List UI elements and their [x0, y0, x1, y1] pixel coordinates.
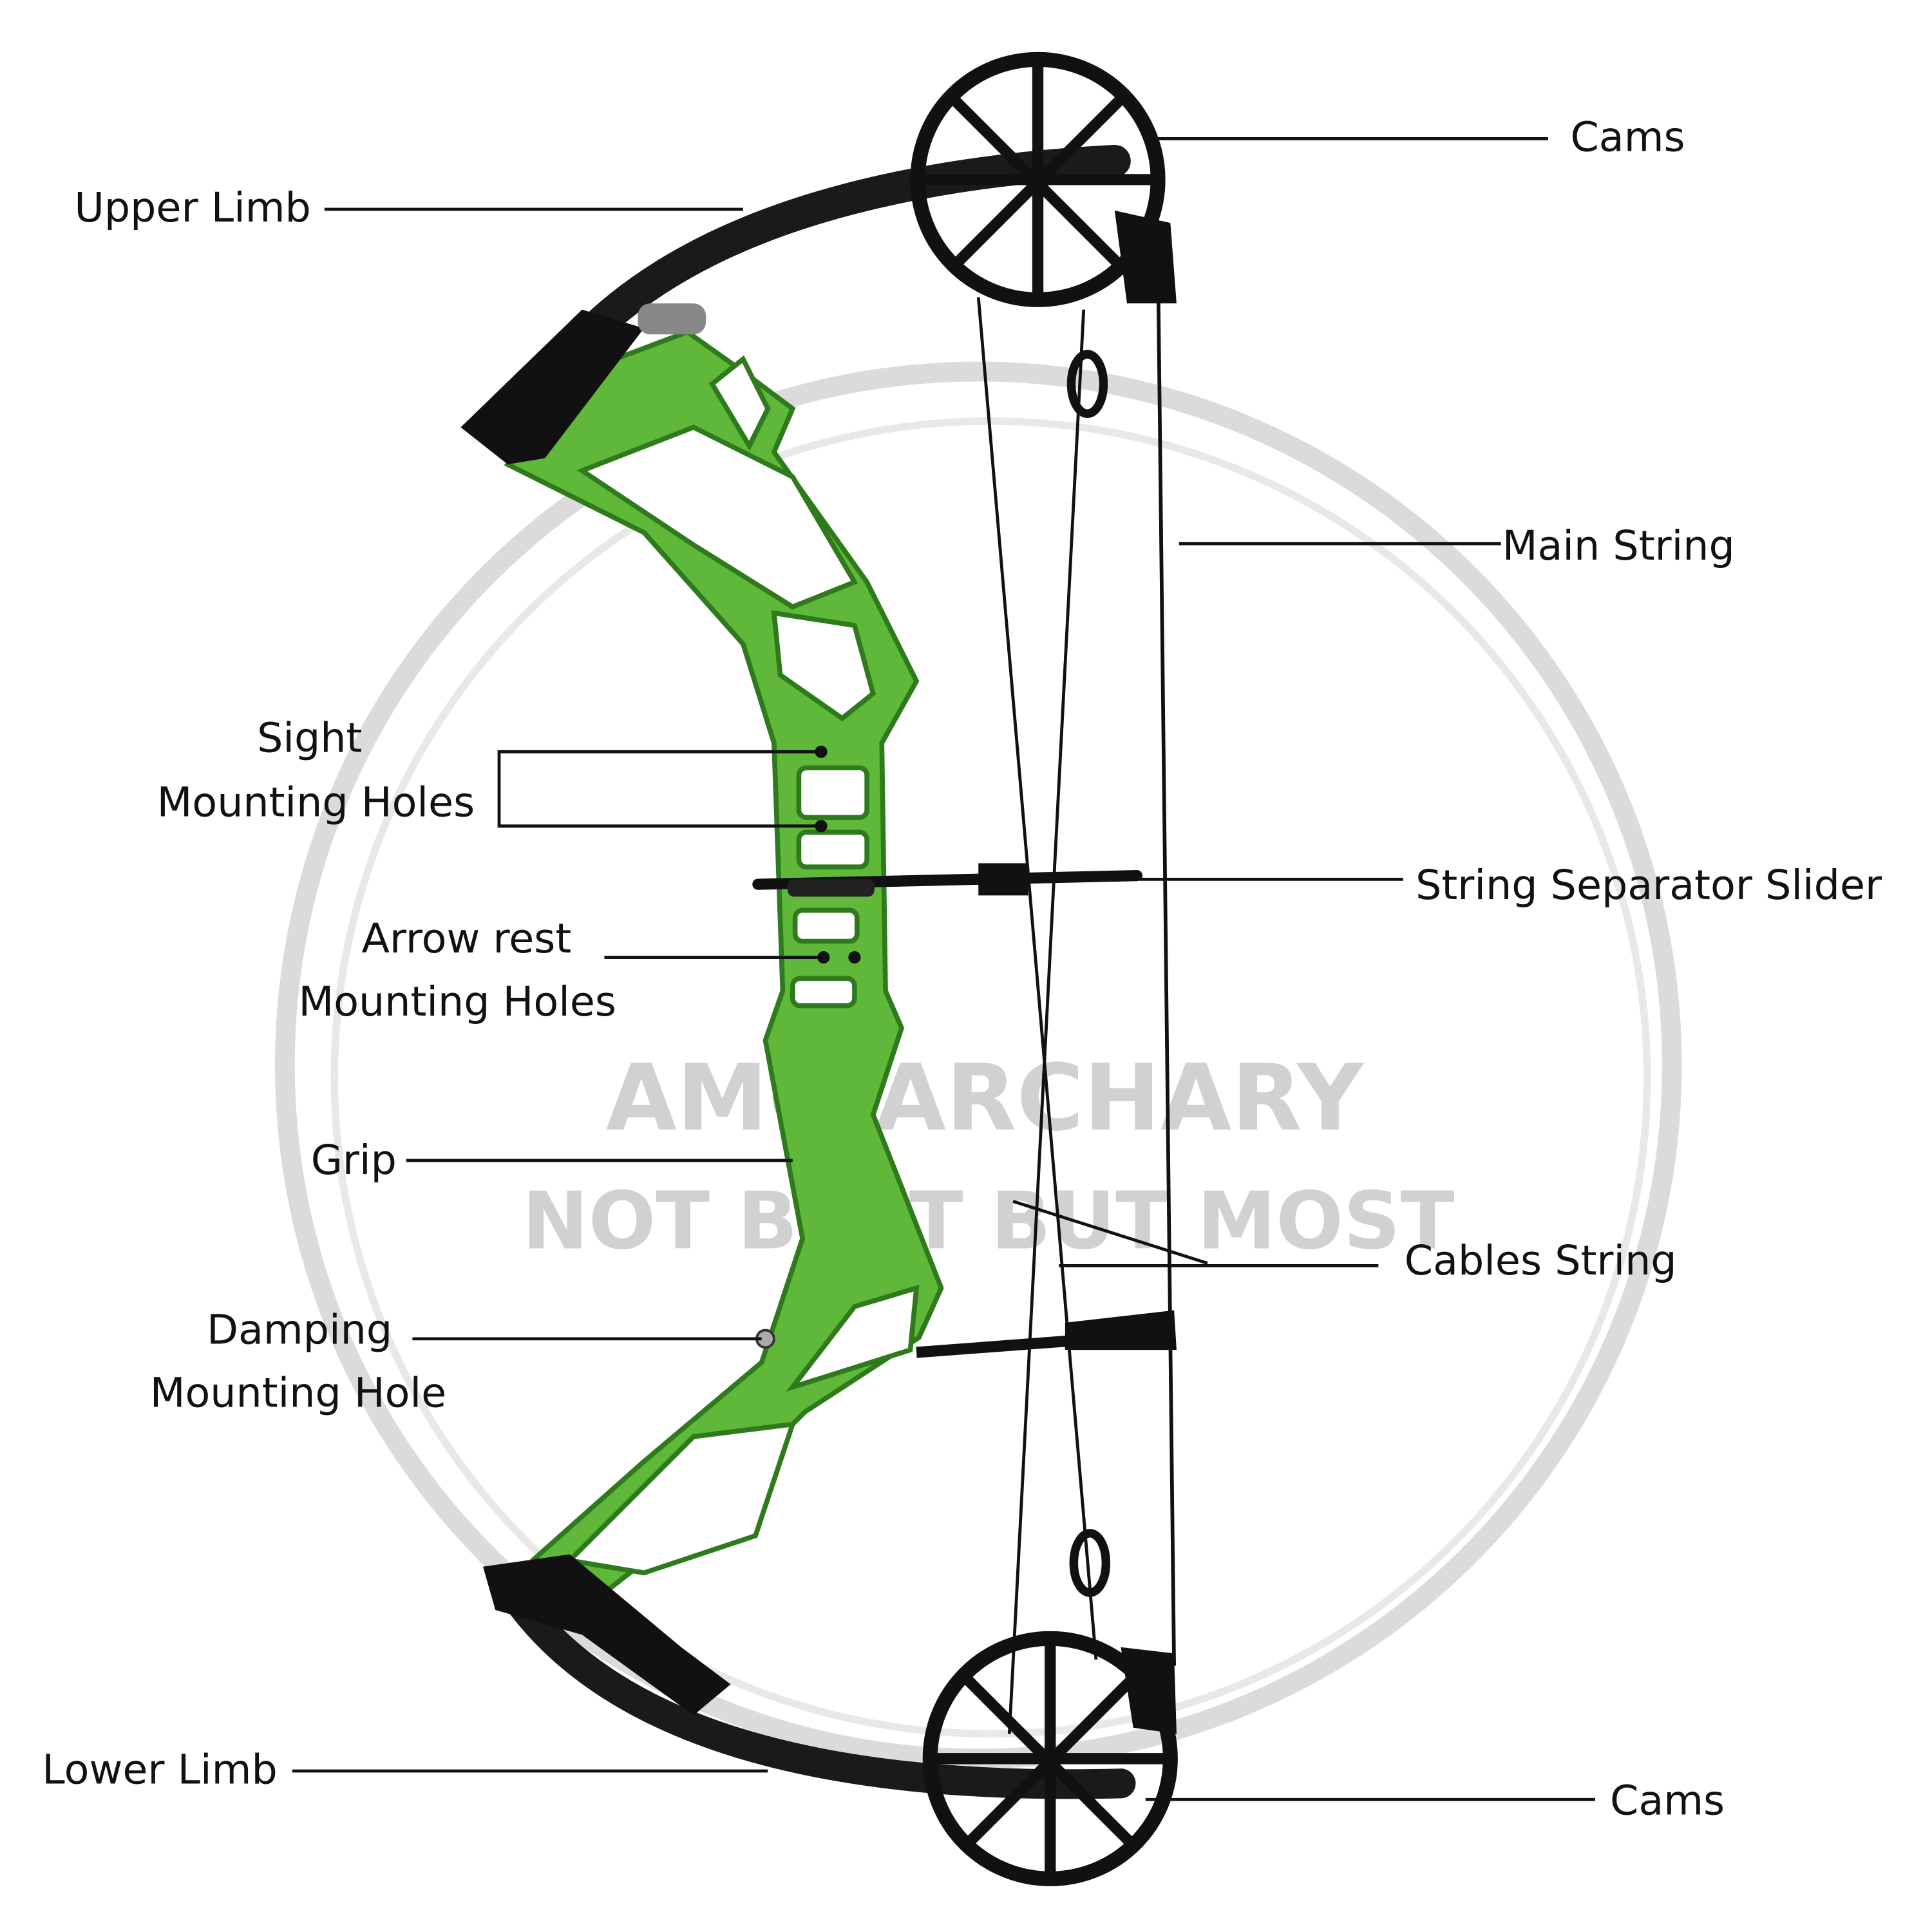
- bottom-cam: [922, 1631, 1178, 1886]
- damper-end: [1065, 1310, 1177, 1350]
- label-cams-bottom: Cams: [1610, 1776, 1725, 1824]
- main-string: [1156, 260, 1176, 1666]
- arrow-rest-hole-1: [817, 951, 830, 964]
- label-string-separator: String Separator Slider: [1416, 860, 1882, 909]
- cable-ring-top: [1066, 350, 1108, 419]
- watermark-ring-inner: [330, 417, 1651, 1738]
- label-cams-top: Cams: [1570, 113, 1685, 162]
- cable-ring-bottom: [1069, 1529, 1111, 1597]
- lower-limb-pocket: [483, 1554, 731, 1716]
- label-damping-line1: Damping: [207, 1305, 393, 1354]
- label-arrow-rest-line2: Mounting Holes: [298, 977, 616, 1026]
- label-lower-limb: Lower Limb: [42, 1745, 278, 1794]
- lower-limb: [493, 1570, 1136, 1799]
- string-separator-slider: [978, 863, 1028, 896]
- cable-string-a: [1007, 309, 1086, 1734]
- arrow-rest-hole-2: [848, 951, 861, 964]
- cable-string-b: [976, 297, 1098, 1660]
- riser-cutouts: [564, 355, 920, 1576]
- label-grip: Grip: [310, 1135, 397, 1184]
- separator-mount: [788, 879, 875, 897]
- label-upper-limb: Upper Limb: [74, 183, 311, 232]
- watermark-line1: AMG ARCHARY: [606, 1045, 1365, 1151]
- watermark-line2: NOT BEST BUT MOST: [522, 1175, 1455, 1267]
- label-sight-line2: Mounting Holes: [156, 777, 475, 826]
- leader-lines: [292, 137, 1595, 1801]
- label-arrow-rest-line1: Arrow rest: [361, 914, 572, 963]
- label-sight-line1: Sight: [257, 713, 363, 762]
- upper-limb-pocket: [460, 309, 645, 465]
- label-cables-string: Cables String: [1404, 1236, 1677, 1285]
- top-cam: [910, 52, 1177, 307]
- upper-pivot: [638, 303, 706, 335]
- label-damping-line2: Mounting Hole: [149, 1368, 447, 1417]
- label-main-string: Main String: [1502, 521, 1735, 570]
